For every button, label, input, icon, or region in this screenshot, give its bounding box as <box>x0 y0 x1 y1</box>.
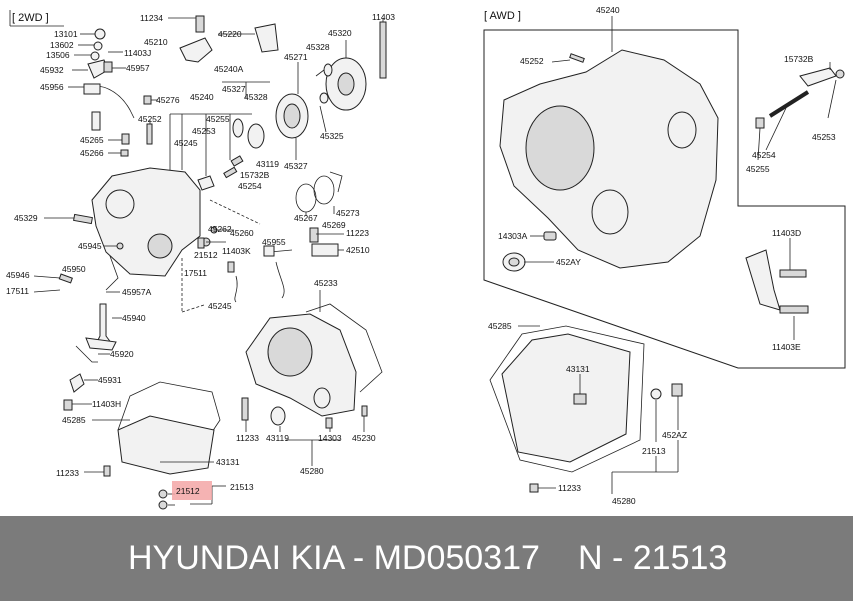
part-label: 21513 <box>642 446 666 456</box>
part-label: 45253 <box>192 126 216 136</box>
footer-brand-text: HYUNDAI KIA - MD050317 <box>128 539 540 577</box>
part-label: 11234 <box>140 13 163 23</box>
part-label: 45254 <box>752 150 776 160</box>
part-label: 21513 <box>230 482 254 492</box>
part-label: 11233 <box>558 483 581 493</box>
leader-lines-2wd <box>33 17 384 506</box>
part-label: 45325 <box>320 131 344 141</box>
transaxle-case-2wd <box>91 167 201 277</box>
parts-diagram: [ 2WD ] [ AWD ] <box>6 5 846 510</box>
part-label: 45273 <box>336 208 360 218</box>
part-label: 17511 <box>184 268 207 278</box>
part-label: 45285 <box>62 415 86 425</box>
awd-parts <box>489 49 845 493</box>
part-label: 45327 <box>284 161 308 171</box>
part-label: 45280 <box>300 466 324 476</box>
part-label: 452AY <box>556 257 581 267</box>
part-label: 45957 <box>126 63 150 73</box>
part-label: 11233 <box>56 468 79 478</box>
labels-awd: 45240 45252 15732B 45253 45254 45255 143… <box>488 5 836 506</box>
part-label: 43119 <box>266 433 289 443</box>
part-label: 14303 <box>318 433 342 443</box>
part-label: 45260 <box>230 228 254 238</box>
part-label: 45328 <box>306 42 330 52</box>
part-label: 11403J <box>124 48 151 58</box>
part-label: 45252 <box>520 56 544 66</box>
part-label: 45269 <box>322 220 346 230</box>
part-label: 13506 <box>46 50 70 60</box>
part-label: 42510 <box>346 245 370 255</box>
part-label: 45280 <box>612 496 636 506</box>
part-label: 45245 <box>208 301 232 311</box>
part-label: 45230 <box>352 433 376 443</box>
2wd-parts <box>58 15 387 510</box>
part-label: 15732B <box>784 54 814 64</box>
part-label: 45955 <box>262 237 286 247</box>
part-label-21513-highlighted: 21512 <box>176 486 200 496</box>
part-label: 45240A <box>214 64 244 74</box>
part-label: 45240 <box>596 5 620 15</box>
part-label: 45956 <box>40 82 64 92</box>
part-label: 11233 <box>236 433 259 443</box>
part-label: 45220 <box>218 29 242 39</box>
part-label: 43119 <box>256 159 279 169</box>
transaxle-case-awd <box>499 49 719 269</box>
footer-bar: HYUNDAI KIA - MD050317 N - 21513 <box>0 516 853 601</box>
part-label: 45255 <box>746 164 770 174</box>
part-label: 11403H <box>92 399 121 409</box>
part-label: 45254 <box>238 181 262 191</box>
footer-part-number: N - 21513 <box>578 539 728 577</box>
part-label: 45252 <box>138 114 162 124</box>
part-label: 17511 <box>6 286 29 296</box>
part-label: 45240 <box>190 92 214 102</box>
part-label: 45276 <box>156 95 180 105</box>
part-label: 452AZ <box>662 430 687 440</box>
part-label: 45950 <box>62 264 86 274</box>
part-label: 45940 <box>122 313 146 323</box>
part-label: 15732B <box>240 170 270 180</box>
oil-pan-awd <box>501 333 631 463</box>
part-label: 11403K <box>222 246 251 256</box>
oil-pan-2wd <box>117 415 215 475</box>
awd-frame <box>483 29 846 369</box>
part-label: 45265 <box>80 135 104 145</box>
section-2wd-label: [ 2WD ] <box>12 12 49 24</box>
part-label: 45233 <box>314 278 338 288</box>
part-label: 45945 <box>78 241 102 251</box>
part-label: 45957A <box>122 287 152 297</box>
part-label: 13101 <box>54 29 78 39</box>
part-label: 13602 <box>50 40 74 50</box>
highlight-21513 <box>172 481 212 500</box>
part-label: 45931 <box>98 375 122 385</box>
part-label: 45262 <box>208 224 232 234</box>
labels-2wd: 11234 45220 11403 13101 13602 13506 4521… <box>6 12 395 496</box>
part-label: 45329 <box>14 213 38 223</box>
part-label: 45932 <box>40 65 64 75</box>
part-label: 43131 <box>566 364 590 374</box>
part-label: 45267 <box>294 213 318 223</box>
part-label: 45320 <box>328 28 352 38</box>
part-label: 43131 <box>216 457 240 467</box>
part-label: 45271 <box>284 52 308 62</box>
part-label: 14303A <box>498 231 528 241</box>
part-label: 45253 <box>812 132 836 142</box>
leader-lines-awd <box>518 16 837 494</box>
part-label: 45255 <box>206 114 230 124</box>
part-label: 11403E <box>772 342 801 352</box>
part-label: 45210 <box>144 37 168 47</box>
part-label: 45266 <box>80 148 104 158</box>
part-label: 11223 <box>346 228 369 238</box>
part-label: 45946 <box>6 270 30 280</box>
part-label: 45327 <box>222 84 246 94</box>
part-label: 21512 <box>194 250 218 260</box>
part-label: 45245 <box>174 138 198 148</box>
part-label: 11403 <box>372 12 395 22</box>
part-label: 45285 <box>488 321 512 331</box>
section-awd-label: [ AWD ] <box>484 10 521 22</box>
part-label: 45920 <box>110 349 134 359</box>
part-label: 11403D <box>772 228 801 238</box>
part-label: 45328 <box>244 92 268 102</box>
